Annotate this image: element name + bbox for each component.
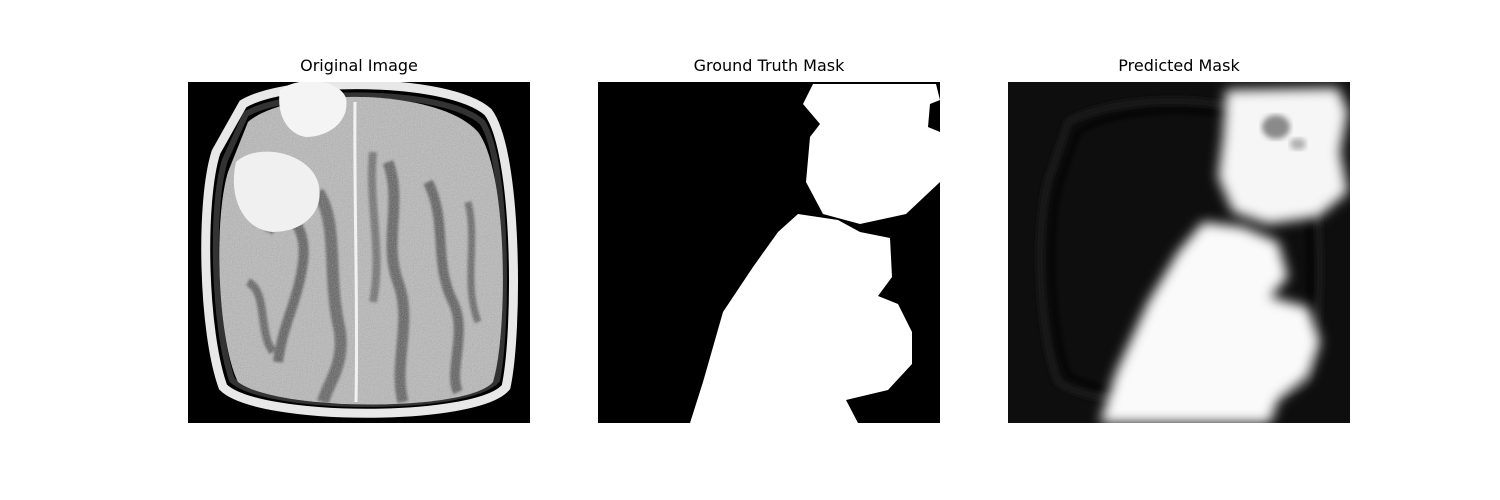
panel-title-ground-truth: Ground Truth Mask [693,56,845,75]
panel-predicted-mask: Predicted Mask [1008,0,1350,500]
panel-title-original: Original Image [300,56,418,75]
panel-title-predicted: Predicted Mask [1118,56,1240,75]
brain-mri-scan [188,82,530,423]
ground-truth-mask-image [598,82,940,423]
ground-truth-mask [598,82,940,423]
predicted-mask [1008,82,1350,423]
original-mri-image [188,82,530,423]
predicted-mask-image [1008,82,1350,423]
panel-ground-truth-mask: Ground Truth Mask [598,0,940,500]
panel-original-image: Original Image [188,0,530,500]
